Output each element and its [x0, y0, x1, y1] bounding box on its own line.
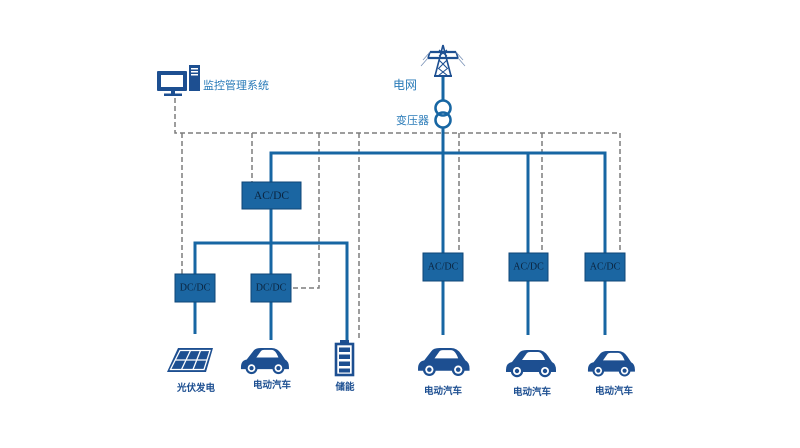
converter-label: AC/DC [254, 190, 289, 202]
load-label-ev: 电动汽车 [253, 379, 292, 391]
converter-dcdc-solar[interactable]: DC/DC [174, 273, 216, 303]
grid-label: 电网 [393, 78, 417, 92]
converter-acdc-ev1[interactable]: AC/DC [422, 252, 464, 282]
load-label-ev: 电动汽车 [595, 385, 634, 397]
dc-bus [193, 241, 349, 340]
converter-label: DC/DC [180, 283, 211, 294]
battery-storage-icon [334, 340, 355, 377]
converter-acdc-main[interactable]: AC/DC [241, 181, 302, 210]
load-label-storage: 储能 [335, 381, 355, 393]
electric-car-icon [418, 348, 470, 377]
converter-label: AC/DC [590, 262, 621, 273]
converter-label: AC/DC [513, 262, 544, 273]
converter-dcdc-ev[interactable]: DC/DC [250, 273, 292, 303]
converter-label: AC/DC [428, 262, 459, 273]
monitor-link-dcdc-ev [291, 133, 320, 289]
load-label-solar: 光伏发电 [176, 382, 216, 394]
converter-acdc-ev3[interactable]: AC/DC [584, 252, 626, 282]
computer-monitor-icon [157, 65, 200, 96]
electric-car-icon [587, 350, 635, 377]
monitor-trunk-line [174, 98, 621, 253]
monitoring-lines [174, 98, 621, 338]
transformer-icon [434, 99, 452, 129]
electric-car-icon [240, 347, 289, 375]
converter-acdc-ev2[interactable]: AC/DC [508, 252, 549, 282]
power-lines [193, 76, 607, 340]
monitor-label: 监控管理系统 [203, 78, 269, 92]
load-label-ev: 电动汽车 [513, 386, 552, 398]
converter-label: DC/DC [256, 283, 287, 294]
transformer-label: 变压器 [396, 113, 429, 127]
ac-bus [269, 151, 607, 253]
solar-panel-icon [167, 348, 213, 372]
power-tower-icon [420, 44, 466, 77]
electric-car-icon [506, 350, 556, 378]
load-label-ev: 电动汽车 [424, 385, 463, 397]
